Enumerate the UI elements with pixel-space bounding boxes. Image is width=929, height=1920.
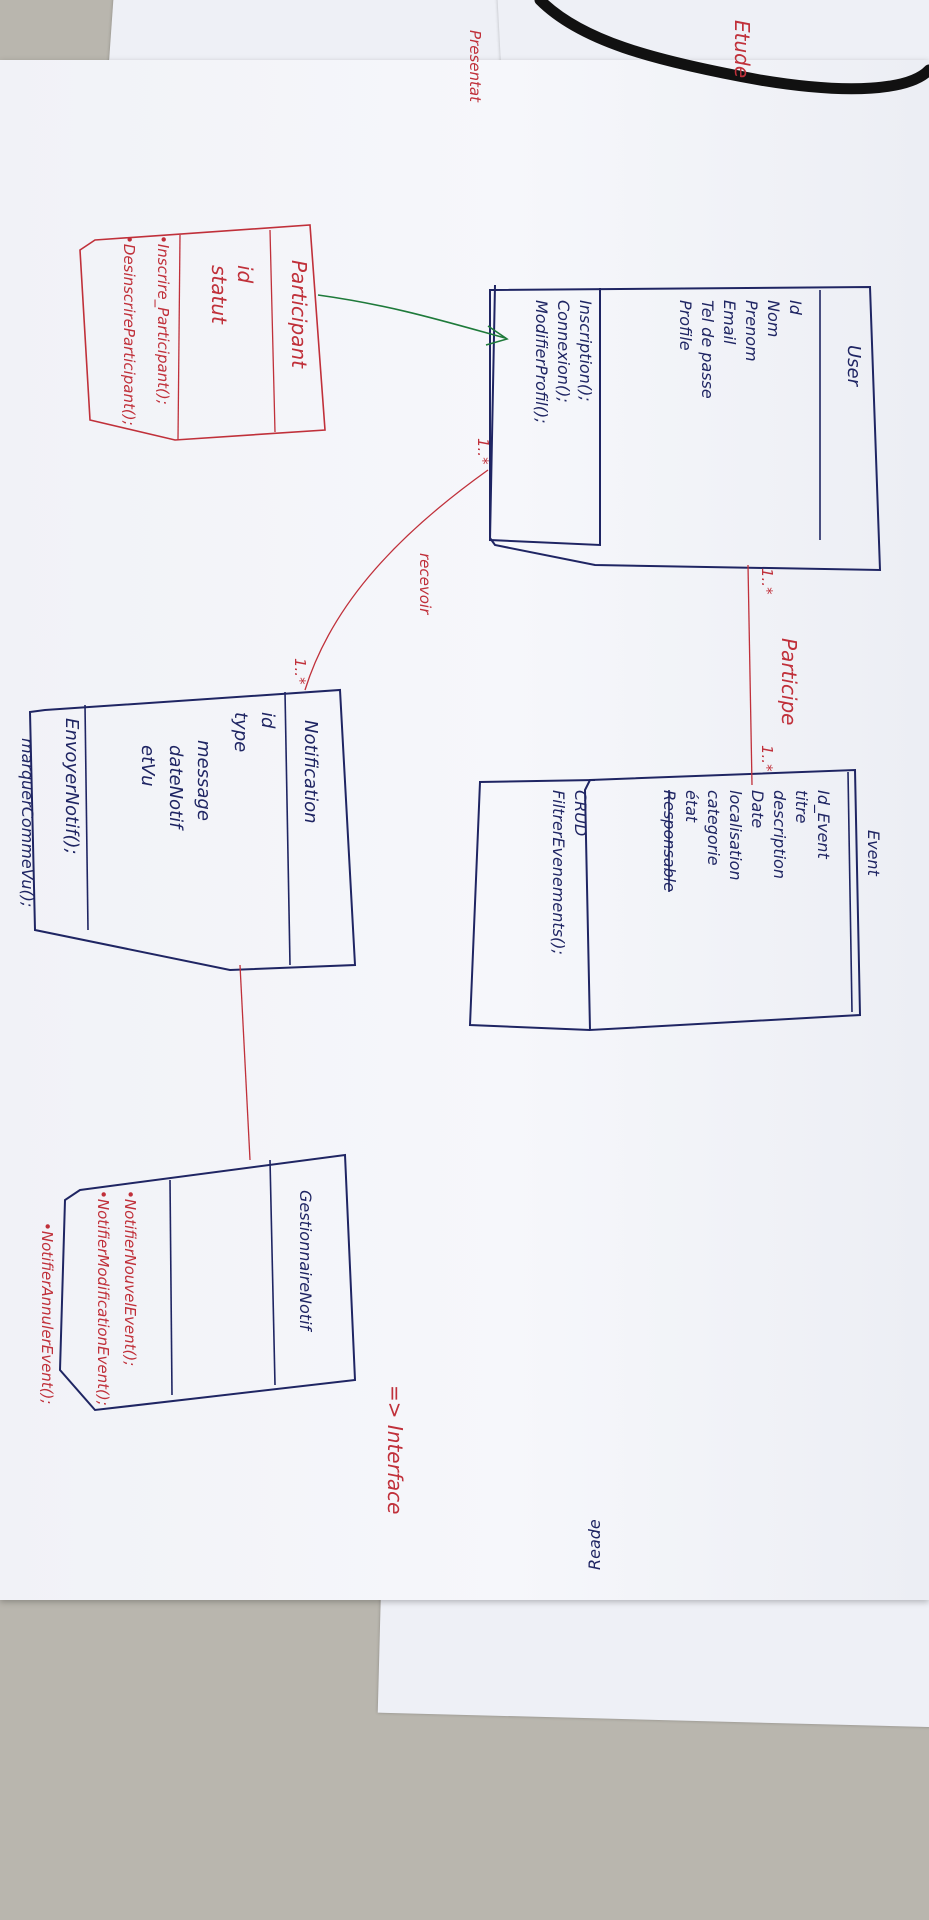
class-gestionnaire-outline [58,1153,357,1412]
association-recevoir-line [304,469,489,691]
class-user-attr-4: Email [720,300,739,345]
class-user-attr-5: Tel de passe [698,300,717,399]
class-gestionnaire-title-divider [269,1159,276,1386]
class-user-methods-box [488,284,601,547]
class-notification: Notification id type message dateNotif e… [18,688,357,972]
association-participant-user-line [317,294,506,339]
scribble-etude: Etude [730,20,754,78]
class-user-title: User [843,345,864,388]
class-notification-title-divider [284,691,291,966]
class-notification-attr-divider [84,704,89,931]
association-participe: 1..* Participe 1..* [747,564,801,786]
class-notification-attr-4: dateNotif [165,745,186,831]
class-participant-attr-2: statut [207,265,231,325]
class-notification-attr-3: message [193,740,214,821]
class-participant: Participant id statut •Inscrire_Particip… [79,224,326,441]
class-notification-method-2: marquerCommeVu(); [18,738,37,907]
background-scribbles: Presentat Etude Reade [466,20,754,1570]
interface-stereotype: => Interface [383,1385,407,1514]
class-user-attr-2: Nom [764,300,783,337]
class-user-attr-1: Id [786,300,805,316]
class-event-attr-4: Date [748,790,767,828]
class-gestionnaire-title: GestionnaireNotif [296,1190,315,1333]
association-notification-gestionnaire-line [239,964,251,1161]
class-event-methods-box [468,779,596,1031]
association-participant-user [317,294,509,346]
class-event-attr-1: Id_Event [813,790,833,859]
scribble-reade: Reade [585,1519,604,1570]
class-gestionnaire-method-2: •NotifierModificationEvent(); [94,1190,112,1406]
class-event-attr-2: titre [792,790,811,824]
class-event-attr-6: categorie [704,790,723,866]
class-event-outline [583,768,862,1032]
class-notification-outline [28,688,357,972]
association-notification-gestionnaire [239,964,251,1161]
class-event-title: Event [864,830,883,877]
class-notification-attr-5: etVu [137,745,158,787]
association-recevoir-label: recevoir [416,553,434,615]
class-gestionnaire-attr-divider [169,1179,173,1396]
class-participant-method-1: •Inscrire_Participant(); [153,235,172,405]
association-participe-label: Participe [777,638,801,726]
class-event-attr-5: localisation [726,790,745,881]
class-gestionnaire-method-1: •NotifierNouvelEvent(); [121,1190,139,1366]
scribble-presentat: Presentat [466,30,484,103]
class-participant-title-divider [269,229,276,433]
class-gestionnaire-method-3: •NotifierAnnulerEvent(); [38,1222,56,1404]
class-notification-method-1: EnvoyerNotif(); [61,718,82,855]
class-user-attr-3: Prenom [742,300,761,362]
class-user-method-2: Connexion(); [554,300,573,403]
association-recevoir-mult-user: 1..* [474,438,492,465]
class-notification-attr-2: type [230,712,251,752]
class-participant-title: Participant [287,260,311,369]
class-user: User Id Nom Prenom Email Tel de passe Pr… [488,284,882,572]
class-user-outline [489,285,882,572]
class-event-attr-8: Responsable [660,790,679,892]
class-event-method-1: CRUD [571,790,590,836]
class-user-method-3: ModifierProfil(); [532,300,551,424]
class-participant-method-2: •DesinscrireParticipant(); [120,235,138,426]
class-event: Event Id_Event titre description Date lo… [468,768,883,1032]
class-event-attr-3: description [770,790,789,879]
class-user-attr-6: Profile [676,300,695,351]
class-event-attr-7: état [682,790,701,823]
class-participant-attr-1: id [233,265,257,284]
class-participant-outline [79,224,326,441]
diagram-sheet [0,60,929,1600]
association-recevoir: 1..* recevoir 1..* [291,438,492,691]
class-user-method-1: Inscription(); [576,300,595,402]
class-event-method-2: FiltrerEvenements(); [549,790,568,955]
black-cable [534,0,929,95]
association-participe-mult-event: 1..* [758,745,776,772]
association-participant-user-arrowhead [485,325,509,346]
association-participe-line [747,564,753,786]
class-notification-title: Notification [300,720,321,824]
class-event-title-divider [847,771,853,1013]
association-participe-mult-user: 1..* [758,568,776,595]
association-recevoir-mult-notification: 1..* [291,658,309,685]
class-gestionnaire-notif: GestionnaireNotif •NotifierNouvelEvent()… [38,1153,357,1412]
class-participant-attr-divider [177,234,181,441]
class-notification-attr-1: id [257,712,278,729]
